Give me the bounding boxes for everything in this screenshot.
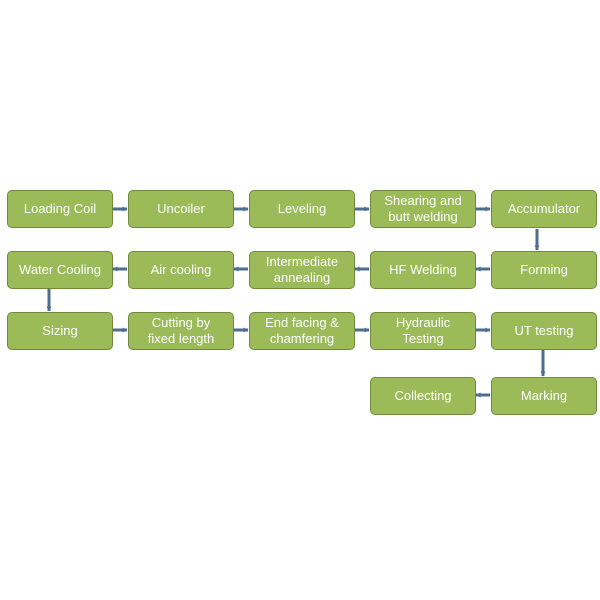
step-ut-testing: UT testing [491,312,597,350]
step-hydraulic-testing: Hydraulic Testing [370,312,476,350]
step-cutting-fixed-length: Cutting by fixed length [128,312,234,350]
step-forming: Forming [491,251,597,289]
step-uncoiler: Uncoiler [128,190,234,228]
step-water-cooling: Water Cooling [7,251,113,289]
step-collecting: Collecting [370,377,476,415]
step-leveling: Leveling [249,190,355,228]
step-marking: Marking [491,377,597,415]
step-end-facing-chamfering: End facing & chamfering [249,312,355,350]
step-air-cooling: Air cooling [128,251,234,289]
step-intermediate-annealing: Intermediate annealing [249,251,355,289]
step-hf-welding: HF Welding [370,251,476,289]
step-loading-coil: Loading Coil [7,190,113,228]
step-shearing-butt-welding: Shearing and butt welding [370,190,476,228]
step-sizing: Sizing [7,312,113,350]
step-accumulator: Accumulator [491,190,597,228]
